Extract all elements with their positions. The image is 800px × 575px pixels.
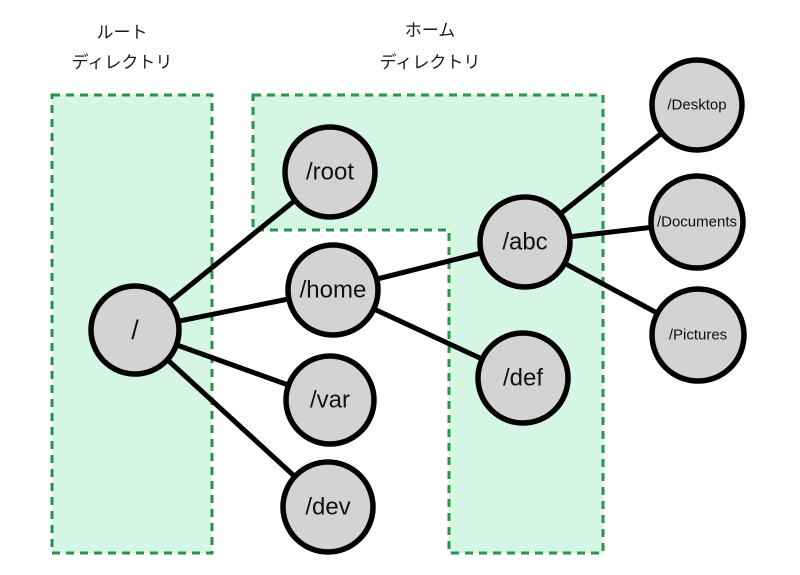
node-documents-circle: [648, 173, 746, 271]
node-slashroot-label: /root: [306, 159, 354, 186]
node-home-label: /home: [300, 277, 367, 304]
root-directory-label-line1: ルート: [97, 23, 148, 42]
node-slashroot: /root: [282, 124, 378, 220]
node-root: /: [88, 283, 182, 377]
node-desktop-circle: [649, 57, 745, 153]
node-documents-label: /Documents: [657, 214, 737, 231]
node-slashroot-circle: [282, 124, 378, 220]
node-documents: /Documents: [648, 173, 746, 271]
home-directory-label-line2: ディレクトリ: [380, 52, 481, 72]
home-directory-label-line1: ホーム: [405, 21, 456, 40]
node-dev-label: /dev: [305, 494, 350, 521]
node-def: /def: [475, 330, 571, 426]
node-abc: /abc: [477, 194, 573, 290]
node-home-circle: [285, 242, 381, 338]
node-root-circle: [88, 283, 182, 377]
node-abc-label: /abc: [502, 229, 547, 256]
node-def-circle: [475, 330, 571, 426]
node-pictures-label: /Pictures: [669, 327, 727, 344]
node-dev-circle: [280, 459, 376, 555]
node-desktop: /Desktop: [649, 57, 745, 153]
node-desktop-label: /Desktop: [667, 97, 726, 114]
node-var: /var: [283, 353, 377, 447]
node-root-label: /: [131, 315, 139, 345]
root-directory-label-line2: ディレクトリ: [72, 52, 173, 72]
node-pictures-circle: [649, 286, 747, 384]
node-pictures: /Pictures: [649, 286, 747, 384]
node-var-circle: [283, 353, 377, 447]
node-home: /home: [285, 242, 381, 338]
node-abc-circle: [477, 194, 573, 290]
node-def-label: /def: [503, 365, 543, 392]
node-dev: /dev: [280, 459, 376, 555]
node-var-label: /var: [310, 387, 350, 414]
